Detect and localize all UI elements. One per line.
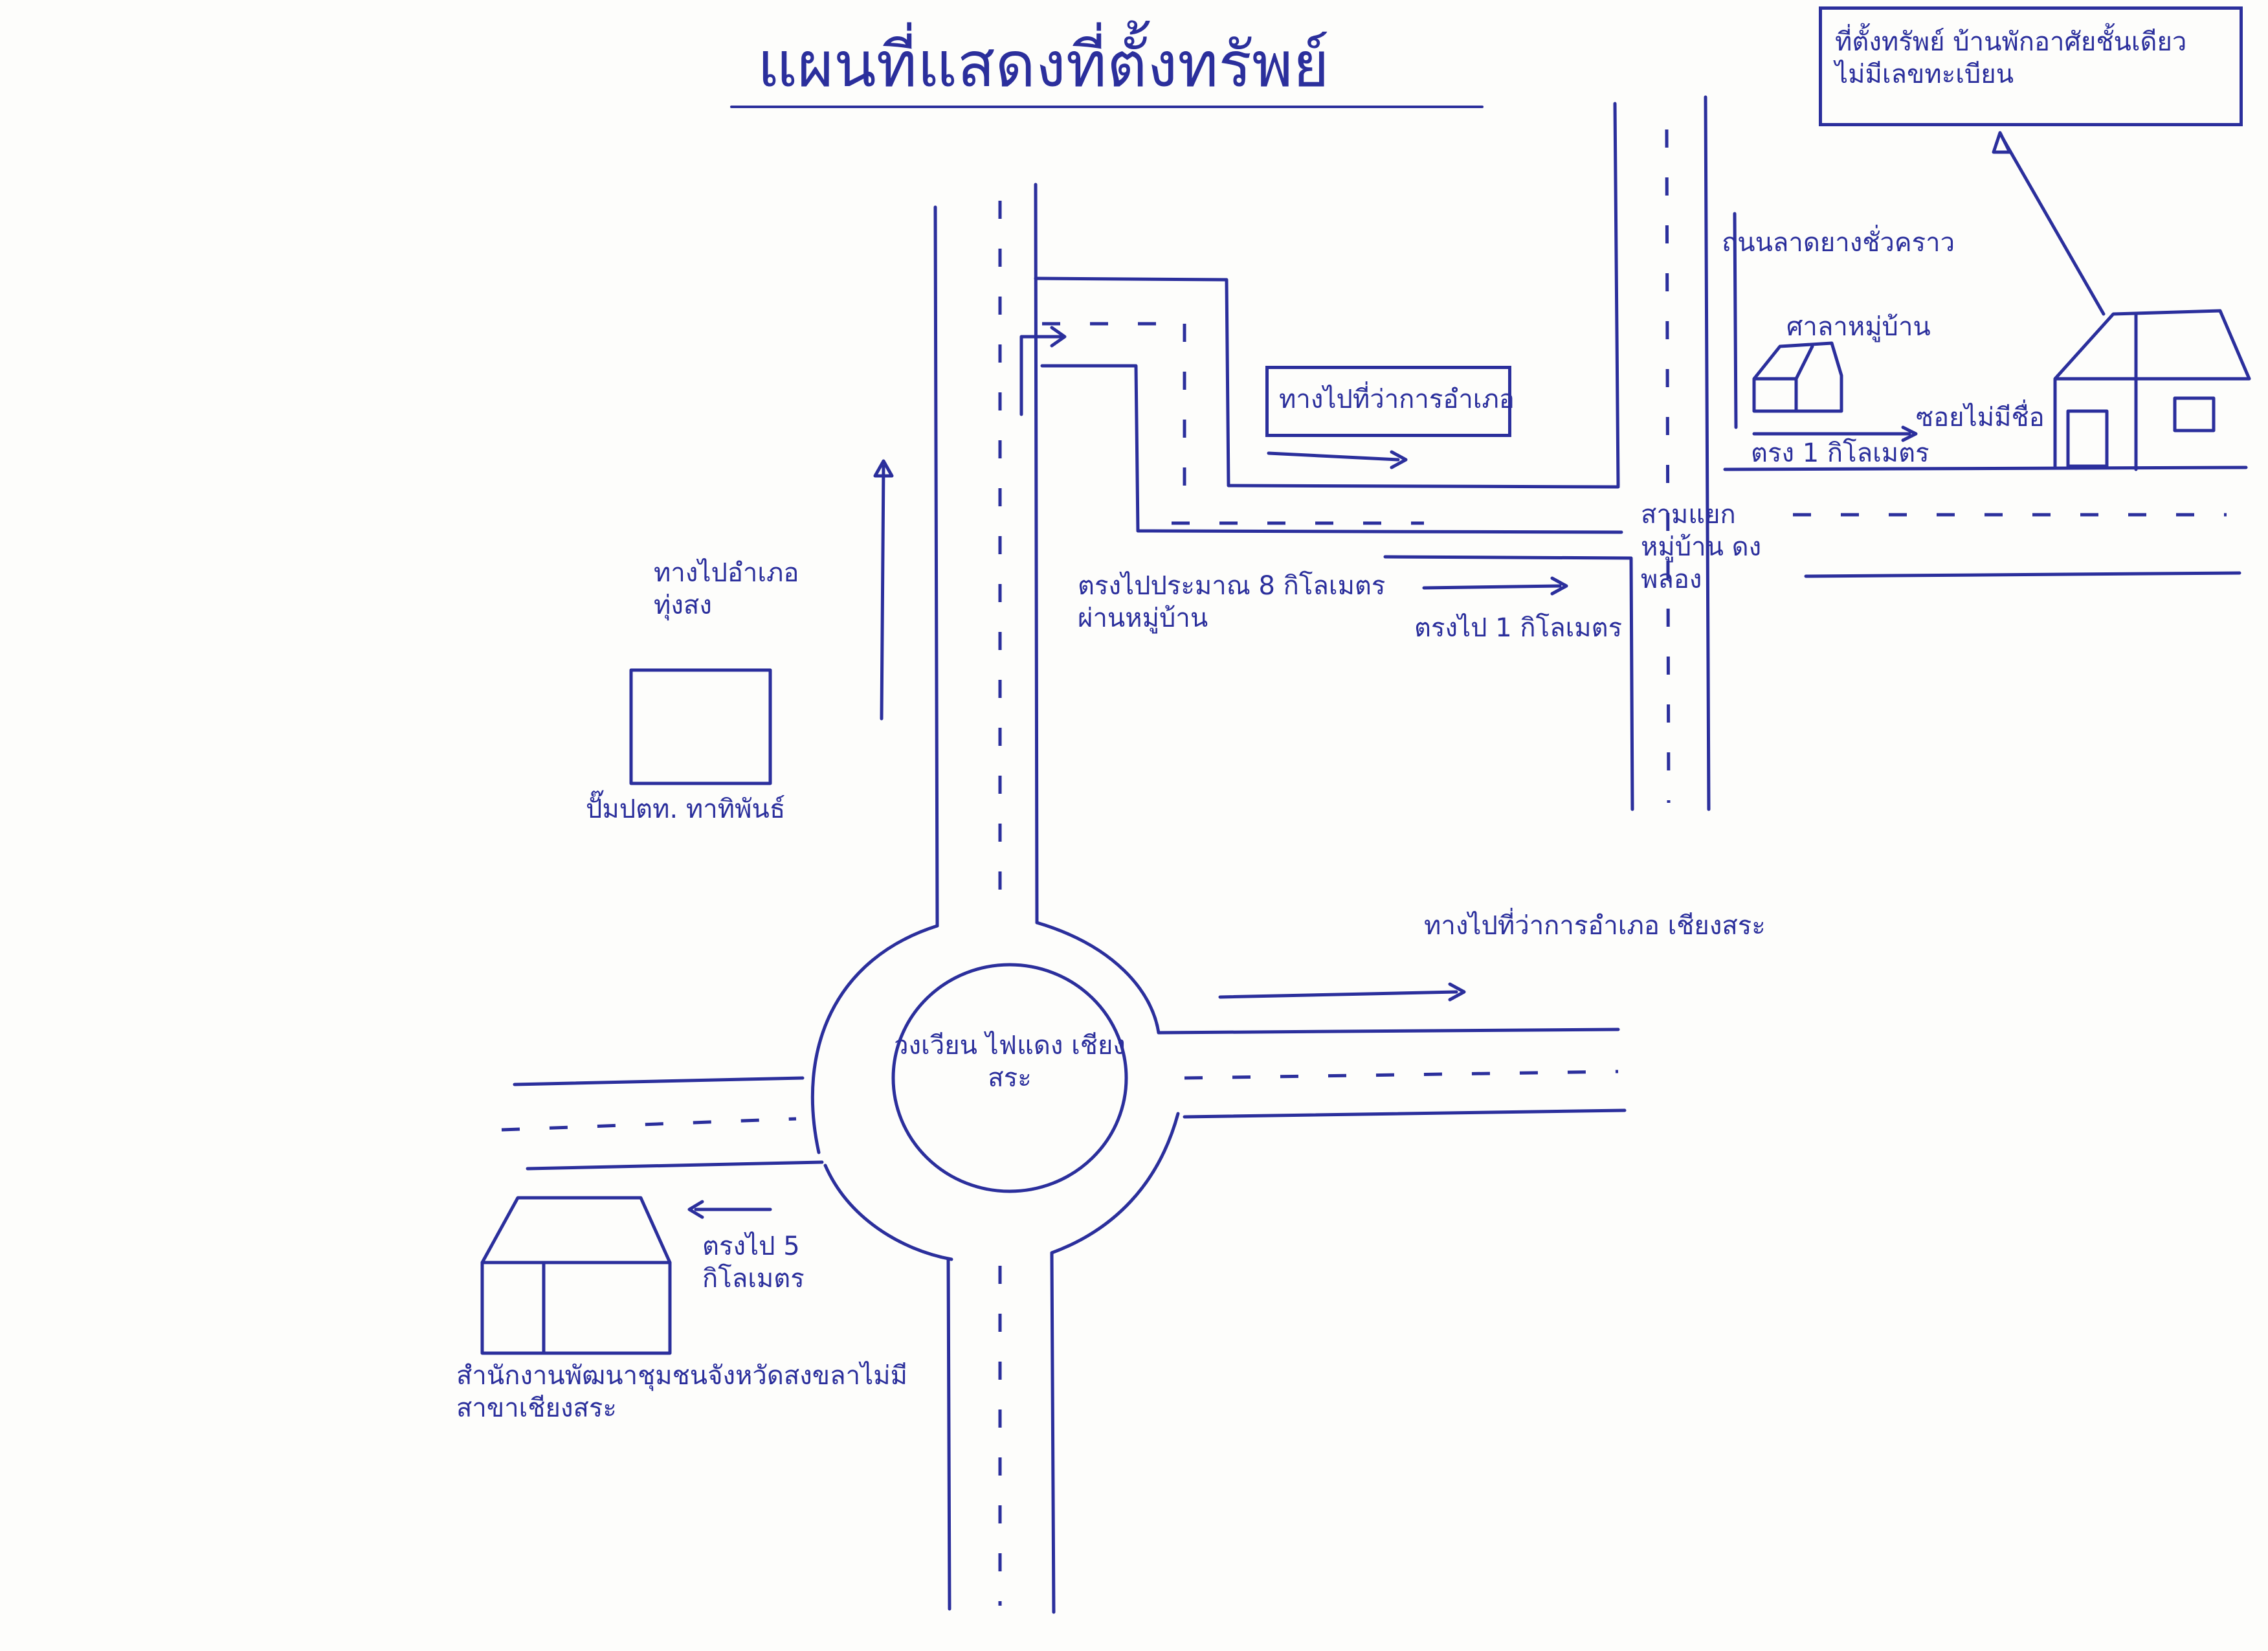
east-road-north-edge [1723,466,2248,471]
property-pointer-head [1992,131,2012,154]
roundabout-outer-sw [823,1163,953,1261]
chiang-sa-arrow-line [1218,990,1458,999]
road-label-to-property: ถนนลาดยางชั่วคราว [1722,228,1955,258]
main-road-east-edge [1034,183,1039,925]
south-road-west-edge [946,1257,951,1611]
straight-8km-label: ตรงไปประมาณ 8 กิโลเมตร ผ่านหมู่บ้าน [1078,571,1386,633]
loop-road-inner [1040,364,1623,534]
to-chiang-sa-label: ทางไปที่ว่าการอำเภอ เชียงสระ [1424,911,1766,941]
side-road-south-edge [1383,555,1634,811]
temp-road-arrow-head [1390,450,1408,469]
property-house-roof [2053,309,2251,468]
roundabout-inner [891,963,1128,1193]
u-turn-arrow-head [1050,326,1067,348]
roundabout-outer-ne [1035,921,1161,1035]
property-note-box: ที่ตั้งทรัพย์ บ้านพักอาศัยชั้นเดียว ไม่ม… [1819,6,2243,126]
property-pointer-line [2001,137,2106,316]
property-note: ที่ตั้งทรัพย์ บ้านพักอาศัยชั้นเดียว ไม่ม… [1835,27,2187,89]
east-road2-centerline [1184,1070,1619,1080]
temp-road-edge [1733,212,1738,429]
west-road-centerline [501,1117,797,1132]
east-road-south-edge [1804,571,2241,578]
roundabout-outer-nw [810,924,939,1154]
office-arrow-head [687,1200,704,1219]
straight-1km-mid-label: ตรงไป 1 กิโลเมตร [1414,613,1623,643]
chiang-sa-arrow-head [1448,982,1466,1002]
east-road2-south-edge [1183,1108,1627,1119]
right-road-east-edge [1704,95,1711,811]
soi-no-sign-label: ซอยไม่มีชื่อ [1916,403,2045,432]
mid-arrow-line [1422,584,1562,590]
north-arrow-line [880,464,885,721]
south-road-east-edge [1050,1251,1056,1614]
property-house-window [2173,396,2216,432]
office-house-roof [480,1196,672,1264]
north-arrow-head [873,459,894,478]
roundabout-label: วงเวียน ไฟแดง เชียงสระ [894,1031,1126,1093]
west-road-south-edge [526,1160,824,1171]
property-house-door [2066,409,2109,468]
right-road-centerline [1665,129,1671,803]
u-turn-arrow [1019,335,1063,416]
map-title: แผนที่แสดงที่ตั้งทรัพย์ [757,28,1329,101]
district-office-label: ทางไปที่ว่าการอำเภอ [1279,385,1515,414]
village-hall-label: ศาลาหมู่บ้าน [1786,312,1931,342]
loop-road-outer [1034,276,1620,489]
office-label: สำนักงานพัฒนาชุมชนจังหวัดสงขลาไม่มี สาขา… [456,1361,907,1423]
junction-label: สามแยก หมู่บ้าน ดงพลอง [1641,500,1762,594]
office-house-body [480,1261,672,1355]
gas-station-box [629,668,772,785]
right-road-west-edge [1613,102,1620,488]
roundabout-outer-se [1050,1112,1180,1255]
to-tung-song-label: ทางไปอำเภอ ทุ่งสง [654,558,799,620]
east-road2-north-edge [1157,1028,1620,1035]
temp-road-arrow-line [1267,451,1400,462]
straight-1km-right-label: ตรง 1 กิโลเมตร [1751,438,1929,468]
gas-station-label: ปั๊มปตท. ทาทิพันธ์ [586,794,786,824]
village-hall-house [1752,341,1843,413]
west-road-north-edge [513,1076,805,1086]
village-arrow-head [1901,425,1918,442]
district-office-box: ทางไปที่ว่าการอำเภอ [1265,366,1515,437]
mid-arrow-head [1550,576,1568,596]
main-road-west-edge [933,205,939,928]
straight-5km-label: ตรงไป 5 กิโลเมตร [702,1231,805,1294]
